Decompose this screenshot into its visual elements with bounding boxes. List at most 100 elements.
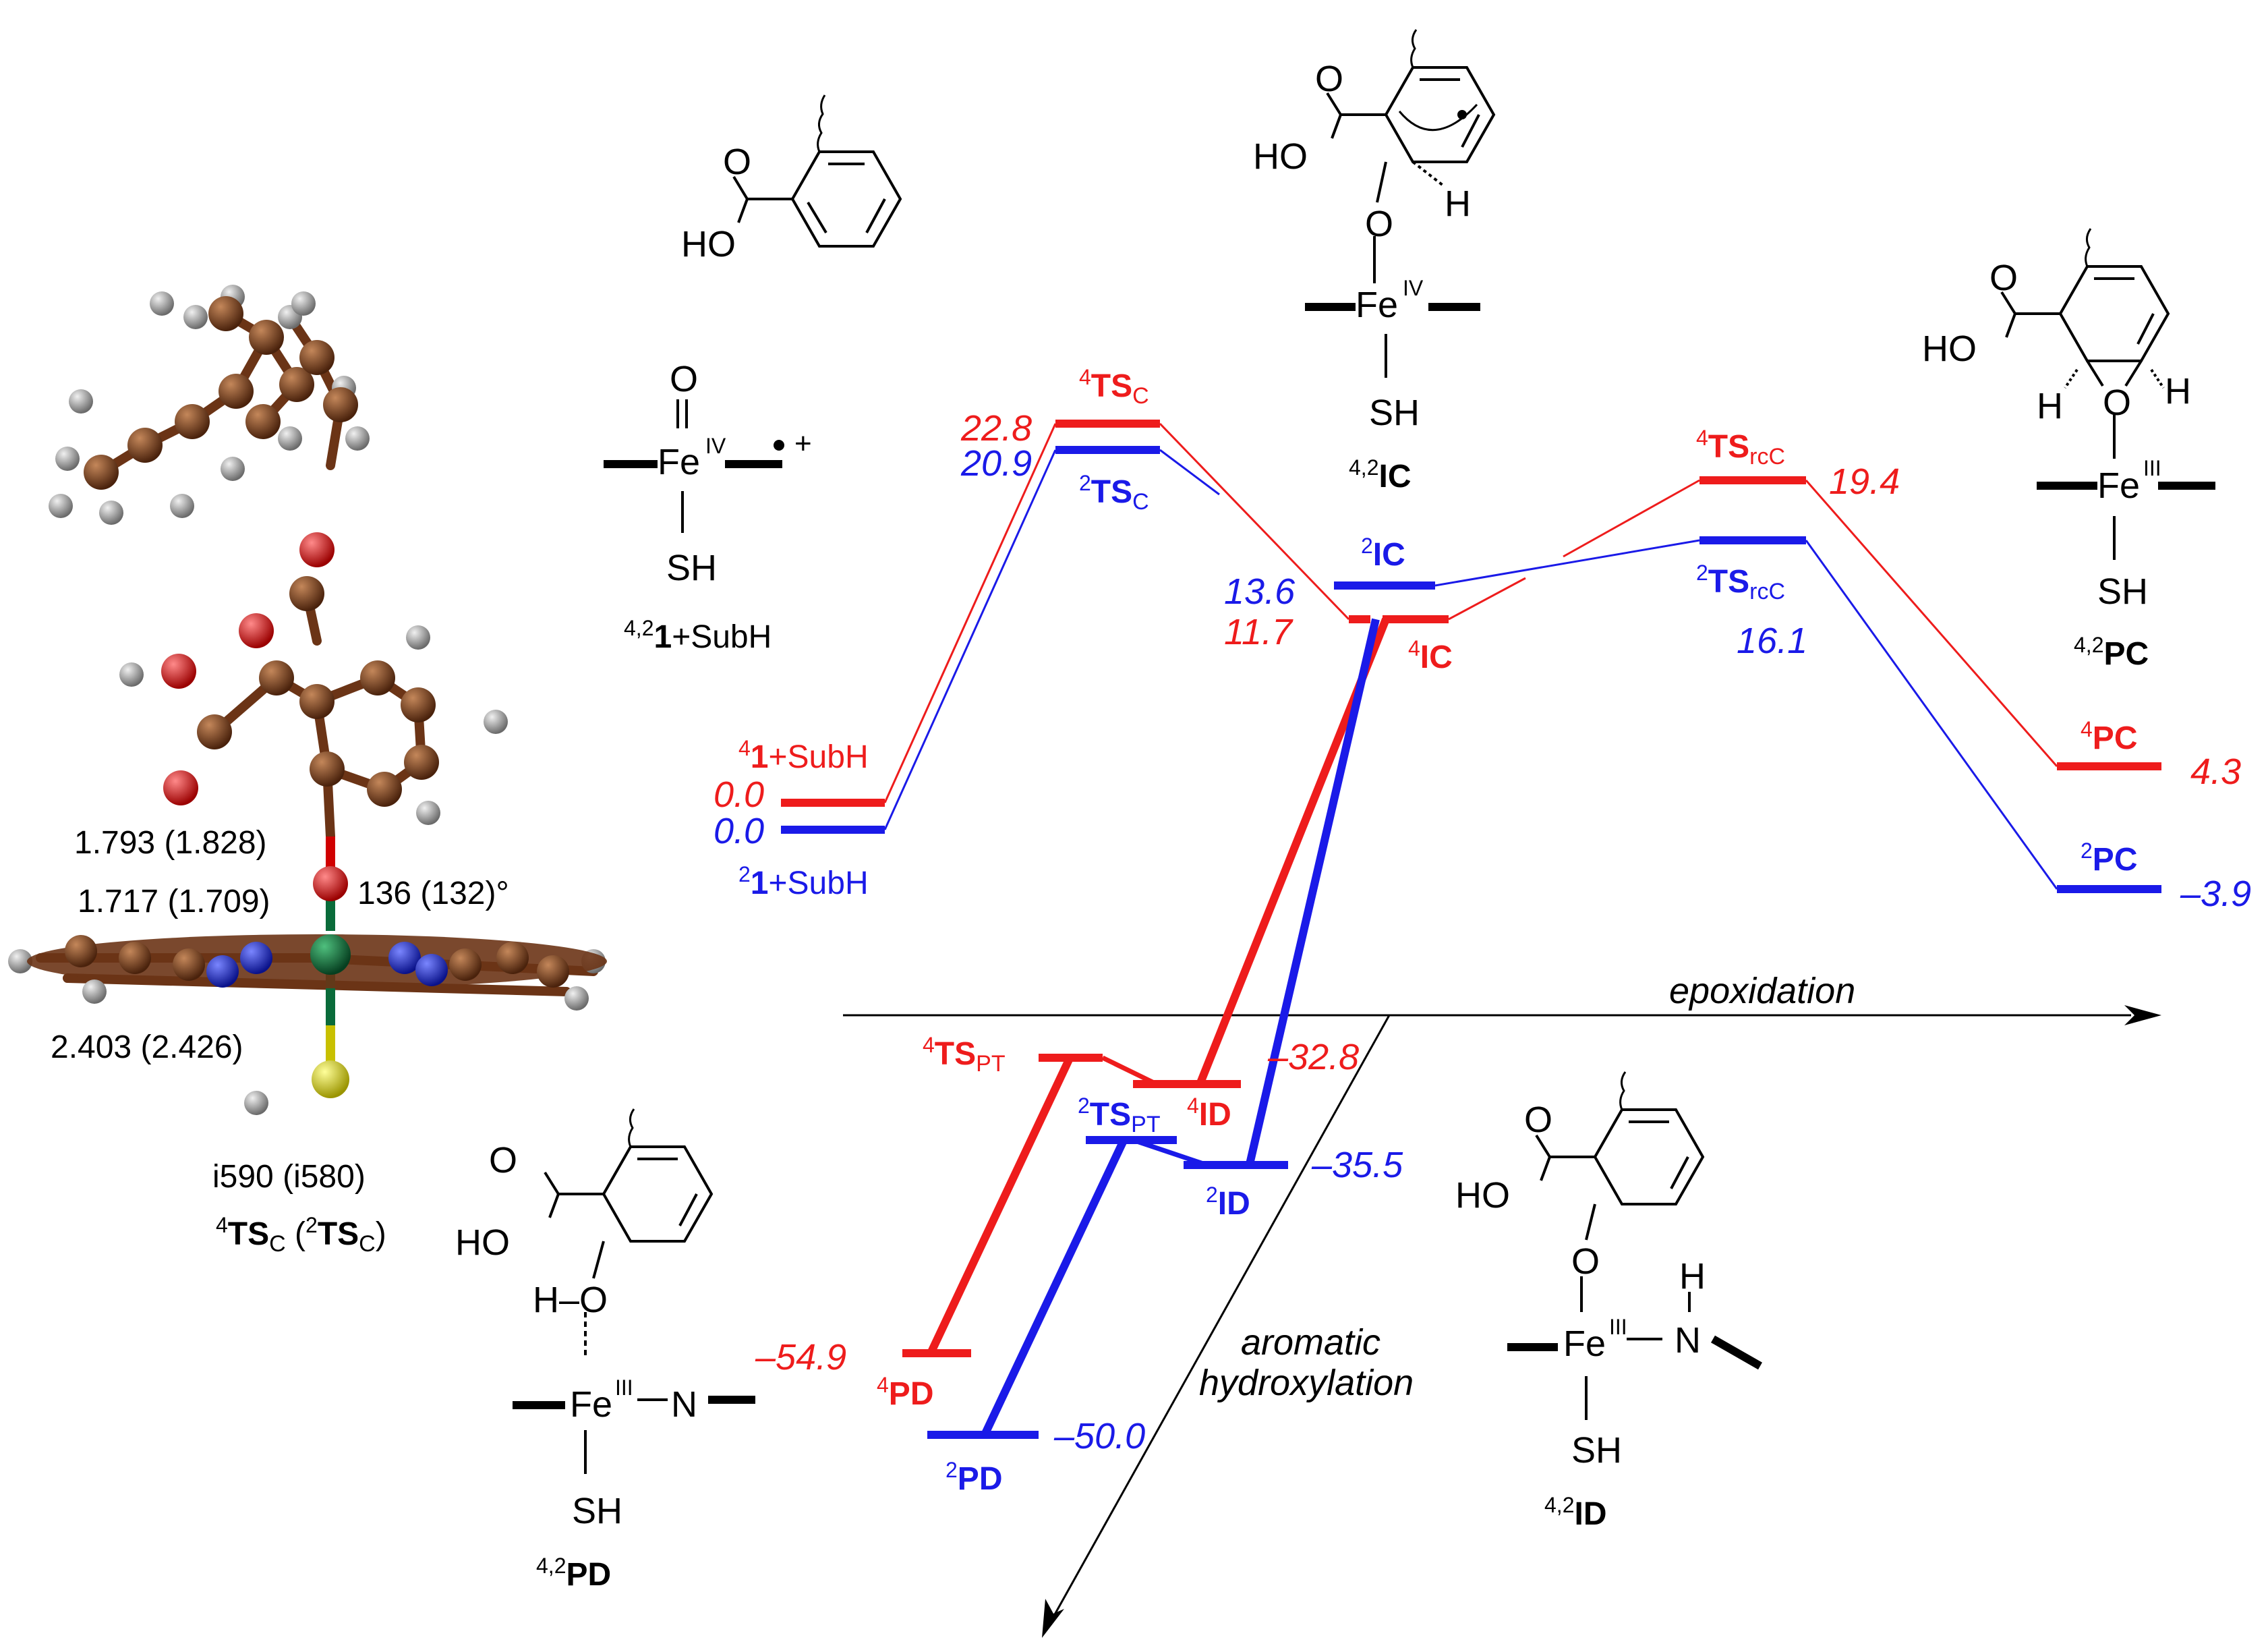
compound-1-caption: 4,21+SubH: [624, 616, 772, 655]
pc-structure: [2000, 228, 2215, 560]
svg-text:Fe: Fe: [1563, 1324, 1606, 1364]
arrowhead-icon: [2124, 1005, 2161, 1025]
svg-text:SH: SH: [2097, 571, 2148, 612]
svg-text:III: III: [1609, 1315, 1627, 1339]
hydroxylation-arrow: aromatic hydroxylation: [1042, 1015, 1414, 1638]
pd2-energy: –50.0: [1053, 1416, 1145, 1456]
molecular-model-3d: [8, 285, 607, 1115]
svg-text:III: III: [615, 1375, 633, 1400]
svg-text:O: O: [489, 1140, 517, 1181]
tspt2-label: 2TSPT: [1078, 1093, 1161, 1137]
svg-text:SH: SH: [572, 1491, 622, 1531]
thick-connectors: [927, 617, 1390, 1437]
geometry-labels: 1.793 (1.828) 1.717 (1.709) 136 (132)° 2…: [51, 825, 509, 1257]
state-labels: 41+SubH 0.0 0.0 21+SubH 4TSC 22.8 20.9 2…: [714, 365, 2251, 1497]
svg-text:SH: SH: [1369, 393, 1420, 433]
bond-angle: 136 (132)°: [357, 876, 509, 911]
arrowhead-icon: [1042, 1599, 1064, 1638]
bond-length-3: 2.403 (2.426): [51, 1029, 243, 1065]
svg-text:O: O: [670, 359, 698, 399]
ts-caption: 4TSC (2TSC): [216, 1213, 386, 1257]
pc4-label: 4PC: [2081, 717, 2137, 756]
svg-text:SH: SH: [666, 548, 717, 588]
svg-text:H–O: H–O: [533, 1280, 608, 1320]
epoxidation-label: epoxidation: [1669, 971, 1855, 1011]
quartet-connectors: [883, 422, 2058, 803]
svg-text:Fe: Fe: [658, 442, 700, 482]
pc2-energy: –3.9: [2180, 874, 2251, 914]
svg-text:O: O: [723, 142, 751, 182]
svg-text:III: III: [2143, 456, 2161, 480]
pd-structure: [513, 1108, 755, 1474]
svg-text:N: N: [1675, 1320, 1701, 1361]
svg-text:H: H: [2165, 371, 2191, 411]
bond-length-1: 1.793 (1.828): [74, 825, 267, 861]
doublet-connectors: [883, 449, 2058, 890]
svg-text:O: O: [1989, 258, 2018, 298]
id2-energy: –35.5: [1311, 1145, 1403, 1185]
r2-label: 21+SubH: [738, 862, 869, 901]
svg-text:Fe: Fe: [570, 1384, 612, 1425]
id2-label: 2ID: [1206, 1183, 1250, 1222]
ic2-label: 2IC: [1361, 534, 1405, 573]
tsc4-label: 4TSC: [1079, 365, 1149, 409]
svg-text:H: H: [2037, 386, 2063, 426]
energy-levels: [781, 420, 2161, 1439]
ic-structure: [1305, 29, 1496, 378]
tsc4-energy: 22.8: [960, 408, 1032, 449]
tsrc2-label: 2TSrcC: [1696, 561, 1785, 604]
tsc2-energy: 20.9: [960, 443, 1032, 484]
svg-text:HO: HO: [681, 224, 736, 264]
svg-text:HO: HO: [1922, 329, 1977, 369]
imaginary-frequency: i590 (i580): [212, 1159, 366, 1195]
svg-text:IV: IV: [1403, 276, 1424, 300]
svg-text:HO: HO: [1253, 136, 1308, 177]
r4-energy: 0.0: [714, 774, 764, 815]
pc2-label: 2PC: [2081, 839, 2137, 878]
svg-text:+: +: [794, 427, 812, 460]
pc-caption: 4,2PC: [2074, 633, 2149, 672]
pd4-energy: –54.9: [755, 1337, 846, 1377]
svg-text:H: H: [1445, 183, 1471, 224]
ic4-label: 4IC: [1408, 636, 1453, 675]
pd4-label: 4PD: [877, 1373, 933, 1412]
bond-length-2: 1.717 (1.709): [78, 884, 270, 919]
svg-text:O: O: [1315, 59, 1343, 99]
svg-text:HO: HO: [1455, 1175, 1510, 1216]
ic4-energy: 11.7: [1224, 612, 1293, 652]
substrate-structure: [732, 94, 902, 248]
id4-label: 4ID: [1187, 1093, 1231, 1133]
epoxidation-arrow: epoxidation: [843, 971, 2161, 1025]
compound-1-structure: [604, 399, 782, 533]
svg-text:Fe: Fe: [1356, 285, 1398, 325]
svg-text:N: N: [671, 1384, 697, 1425]
id4-energy: –32.8: [1267, 1037, 1359, 1077]
svg-text:H: H: [1679, 1256, 1706, 1297]
svg-text:O: O: [1524, 1100, 1552, 1140]
id-caption: 4,2ID: [1544, 1493, 1606, 1532]
tsrc4-label: 4TSrcC: [1696, 426, 1785, 470]
tsc2-label: 2TSC: [1079, 471, 1149, 515]
svg-text:O: O: [1571, 1241, 1600, 1282]
ic-caption: 4,2IC: [1349, 455, 1411, 494]
svg-text:Fe: Fe: [2097, 465, 2140, 506]
r2-energy: 0.0: [714, 811, 764, 851]
aromatic-label: aromatic: [1241, 1322, 1380, 1363]
ic2-energy: 13.6: [1224, 571, 1296, 612]
svg-text:IV: IV: [705, 434, 726, 458]
svg-text:O: O: [1365, 204, 1393, 244]
tspt4-label: 4TSPT: [923, 1033, 1006, 1077]
hydroxylation-label: hydroxylation: [1199, 1363, 1414, 1403]
tsrc4-energy: 19.4: [1829, 461, 1900, 502]
pd-caption: 4,2PD: [536, 1554, 611, 1593]
svg-text:HO: HO: [455, 1222, 510, 1263]
chem-structures: O HO O Fe IV + SH 4,21+SubH: [455, 29, 2215, 1593]
pd2-label: 2PD: [946, 1458, 1002, 1497]
id-structure: [1507, 1071, 1762, 1420]
tsrc2-energy: 16.1: [1737, 621, 1807, 661]
pc4-energy: 4.3: [2190, 751, 2241, 792]
r4-label: 41+SubH: [738, 736, 869, 775]
svg-text:SH: SH: [1571, 1430, 1622, 1471]
svg-text:O: O: [2103, 382, 2131, 423]
